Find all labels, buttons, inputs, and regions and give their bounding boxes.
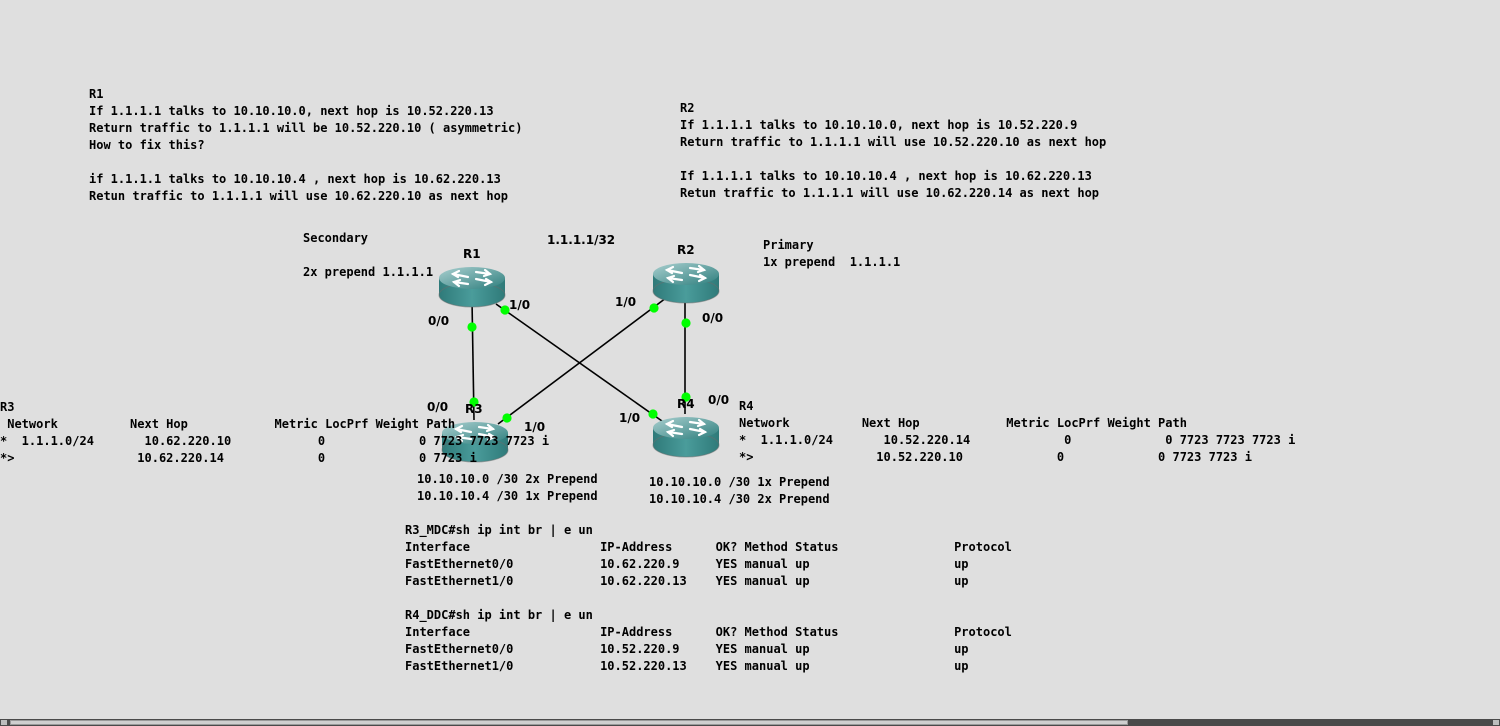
link-r2-r3[interactable] bbox=[497, 297, 667, 425]
port-label: 0/0 bbox=[702, 311, 724, 325]
r3-prepend-note: 10.10.10.0 /30 2x Prepend 10.10.10.4 /30… bbox=[417, 472, 598, 503]
link-up-dot bbox=[502, 413, 512, 423]
r1-note: R1 If 1.1.1.1 talks to 10.10.10.0, next … bbox=[89, 87, 523, 203]
link-up-dot bbox=[469, 397, 479, 407]
r4-bgp-table: R4 Network Next Hop Metric LocPrf Weight… bbox=[739, 399, 1296, 464]
link-up-dot bbox=[681, 392, 691, 402]
link-up-dot bbox=[649, 303, 659, 313]
port-label: 0/0 bbox=[428, 314, 450, 328]
router-label-r1: R1 bbox=[463, 247, 481, 261]
horizontal-scrollbar[interactable] bbox=[0, 719, 1500, 726]
port-label: 1/0 bbox=[615, 295, 637, 309]
scroll-left-arrow[interactable] bbox=[1, 720, 7, 725]
router-label-r4: R4 bbox=[677, 397, 695, 411]
port-label: 0/0 bbox=[708, 393, 730, 407]
scrollbar-thumb[interactable] bbox=[10, 720, 1128, 725]
primary-note: Primary 1x prepend 1.1.1.1 bbox=[763, 238, 901, 269]
loopback-label: 1.1.1.1/32 bbox=[547, 233, 616, 247]
link-up-dot bbox=[648, 409, 658, 419]
port-label: 1/0 bbox=[509, 298, 531, 312]
r2-note: R2 If 1.1.1.1 talks to 10.10.10.0, next … bbox=[680, 101, 1107, 200]
scroll-right-arrow[interactable] bbox=[1493, 720, 1499, 725]
router-icon[interactable] bbox=[651, 415, 721, 459]
link-up-dot bbox=[681, 318, 691, 328]
link-up-dot bbox=[500, 305, 510, 315]
router-icon[interactable] bbox=[437, 265, 507, 309]
port-label: 1/0 bbox=[524, 420, 546, 434]
port-label: 1/0 bbox=[619, 411, 641, 425]
router-label-r2: R2 bbox=[677, 243, 695, 257]
r4-interface-output: R4_DDC#sh ip int br | e un Interface IP-… bbox=[405, 608, 1012, 673]
router-icon[interactable] bbox=[651, 261, 721, 305]
link-up-dot bbox=[467, 322, 477, 332]
r4-prepend-note: 10.10.10.0 /30 1x Prepend 10.10.10.4 /30… bbox=[649, 475, 830, 506]
r3-bgp-table: R3 Network Next Hop Metric LocPrf Weight… bbox=[0, 400, 550, 465]
router-label-r3: R3 bbox=[465, 402, 483, 416]
secondary-note: Secondary 2x prepend 1.1.1.1 bbox=[303, 231, 434, 279]
port-label: 0/0 bbox=[427, 400, 449, 414]
r3-interface-output: R3_MDC#sh ip int br | e un Interface IP-… bbox=[405, 523, 1012, 588]
